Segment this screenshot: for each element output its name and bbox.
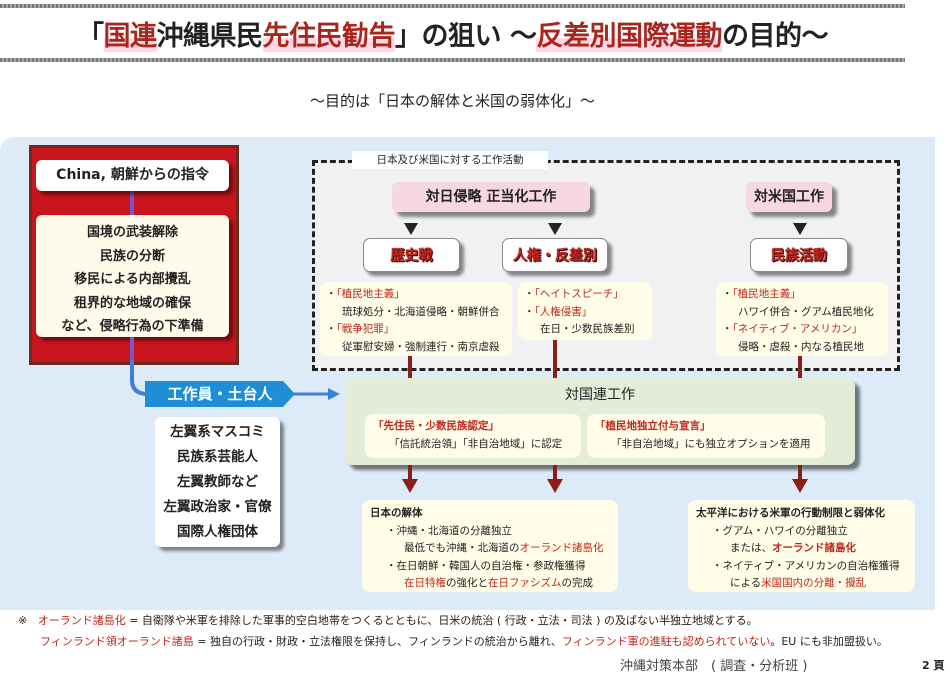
command-item: 国境の武装解除 [86, 225, 178, 240]
indigenous-recognition: 「先住民・少数民族認定」「信託統治領」「非自治地域」に認定 [365, 414, 581, 458]
down-triangle-icon [793, 223, 807, 235]
us-operations: 対米国工作 [746, 182, 832, 212]
connector [130, 191, 134, 215]
connector [408, 465, 412, 481]
history-war: 歴史戦 [363, 238, 460, 272]
connector [408, 356, 412, 378]
command-list: 国境の武装解除 民族の分断 移民による内部攪乱 租界的な地域の確保 など、侵略行… [36, 215, 229, 337]
agent-flow-arrow [130, 360, 340, 400]
command-item: 租界的な地域の確保 [73, 295, 191, 311]
title-rule [0, 58, 905, 62]
decolonization-declaration: 「植民地独立付与宣言」「非自治地域」にも独立オプションを適用 [587, 414, 825, 458]
department: 沖縄対策本部 ( 調査・分析班 ) [620, 659, 808, 674]
command-source: China, 朝鮮からの指令 [36, 160, 229, 191]
japan-operations: 対日侵略 正当化工作 [392, 182, 590, 212]
japan-dismantling: 日本の解体 ・沖縄・北海道の分離独立 最低でも沖縄・北海道のオーランド諸島化 ・… [362, 500, 618, 592]
connector [553, 340, 557, 378]
agent-item: 民族系芸能人 [177, 449, 258, 465]
connector [553, 465, 557, 481]
ethnic-details: ・「植民地主義」 ハワイ併合・グアム植民地化 ・「ネイティブ・アメリカン」 侵略… [716, 282, 888, 356]
us-weakening: 太平洋における米軍の行動制限と弱体化 ・グアム・ハワイの分離独立 または、オーラ… [688, 500, 915, 592]
connector [798, 356, 802, 378]
history-details: ・「植民地主義」 琉球処分・北海道侵略・朝鮮併合 ・「戦争犯罪」 従軍慰安婦・強… [320, 282, 512, 356]
command-item: 移民による内部攪乱 [74, 272, 191, 287]
human-rights: 人権・反差別 [502, 238, 608, 272]
down-triangle-icon [548, 223, 562, 235]
footnote-aland: ※ オーランド諸島化 = 自衛隊や米軍を排除した軍事的空白地帯をつくるとともに、… [18, 614, 758, 627]
down-triangle-icon [404, 223, 418, 235]
un-operations-title: 対国連工作 [565, 387, 635, 403]
agent-label: 工作員・土台人 [145, 381, 295, 407]
connector [798, 465, 802, 481]
rights-details: ・「ヘイトスピーチ」 ・「人権侵害」 在日・少数民族差別 [518, 282, 652, 340]
command-item: など、侵略行為の下準備 [61, 319, 204, 334]
footnote-finland: フィンランド領オーランド諸島 = 独自の行政・財政・立法権限を保持し、フィンラン… [40, 635, 888, 648]
connector [130, 337, 134, 367]
top-rule [0, 4, 905, 8]
ethnic-activity: 民族活動 [750, 238, 848, 272]
agent-item: 国際人権団体 [177, 524, 258, 540]
operations-label: 日本及び米国に対する工作活動 [352, 151, 548, 169]
command-item: 民族の分断 [99, 248, 165, 264]
down-arrow-icon [402, 479, 418, 493]
agent-item: 左翼政治家・官僚 [163, 499, 272, 515]
page-number: 2 頁 [922, 659, 945, 672]
page-title: 「国連沖縄県民先住民勧告」の狙い ～反差別国際運動の目的～ [77, 21, 828, 52]
subtitle: ～目的は「日本の解体と米国の弱体化」～ [309, 92, 595, 110]
agent-item: 左翼教師など [177, 474, 258, 490]
down-arrow-icon [547, 479, 563, 493]
agent-list: 左翼系マスコミ 民族系芸能人 左翼教師など 左翼政治家・官僚 国際人権団体 [155, 417, 280, 547]
agent-item: 左翼系マスコミ [170, 424, 265, 440]
down-arrow-icon [792, 479, 808, 493]
